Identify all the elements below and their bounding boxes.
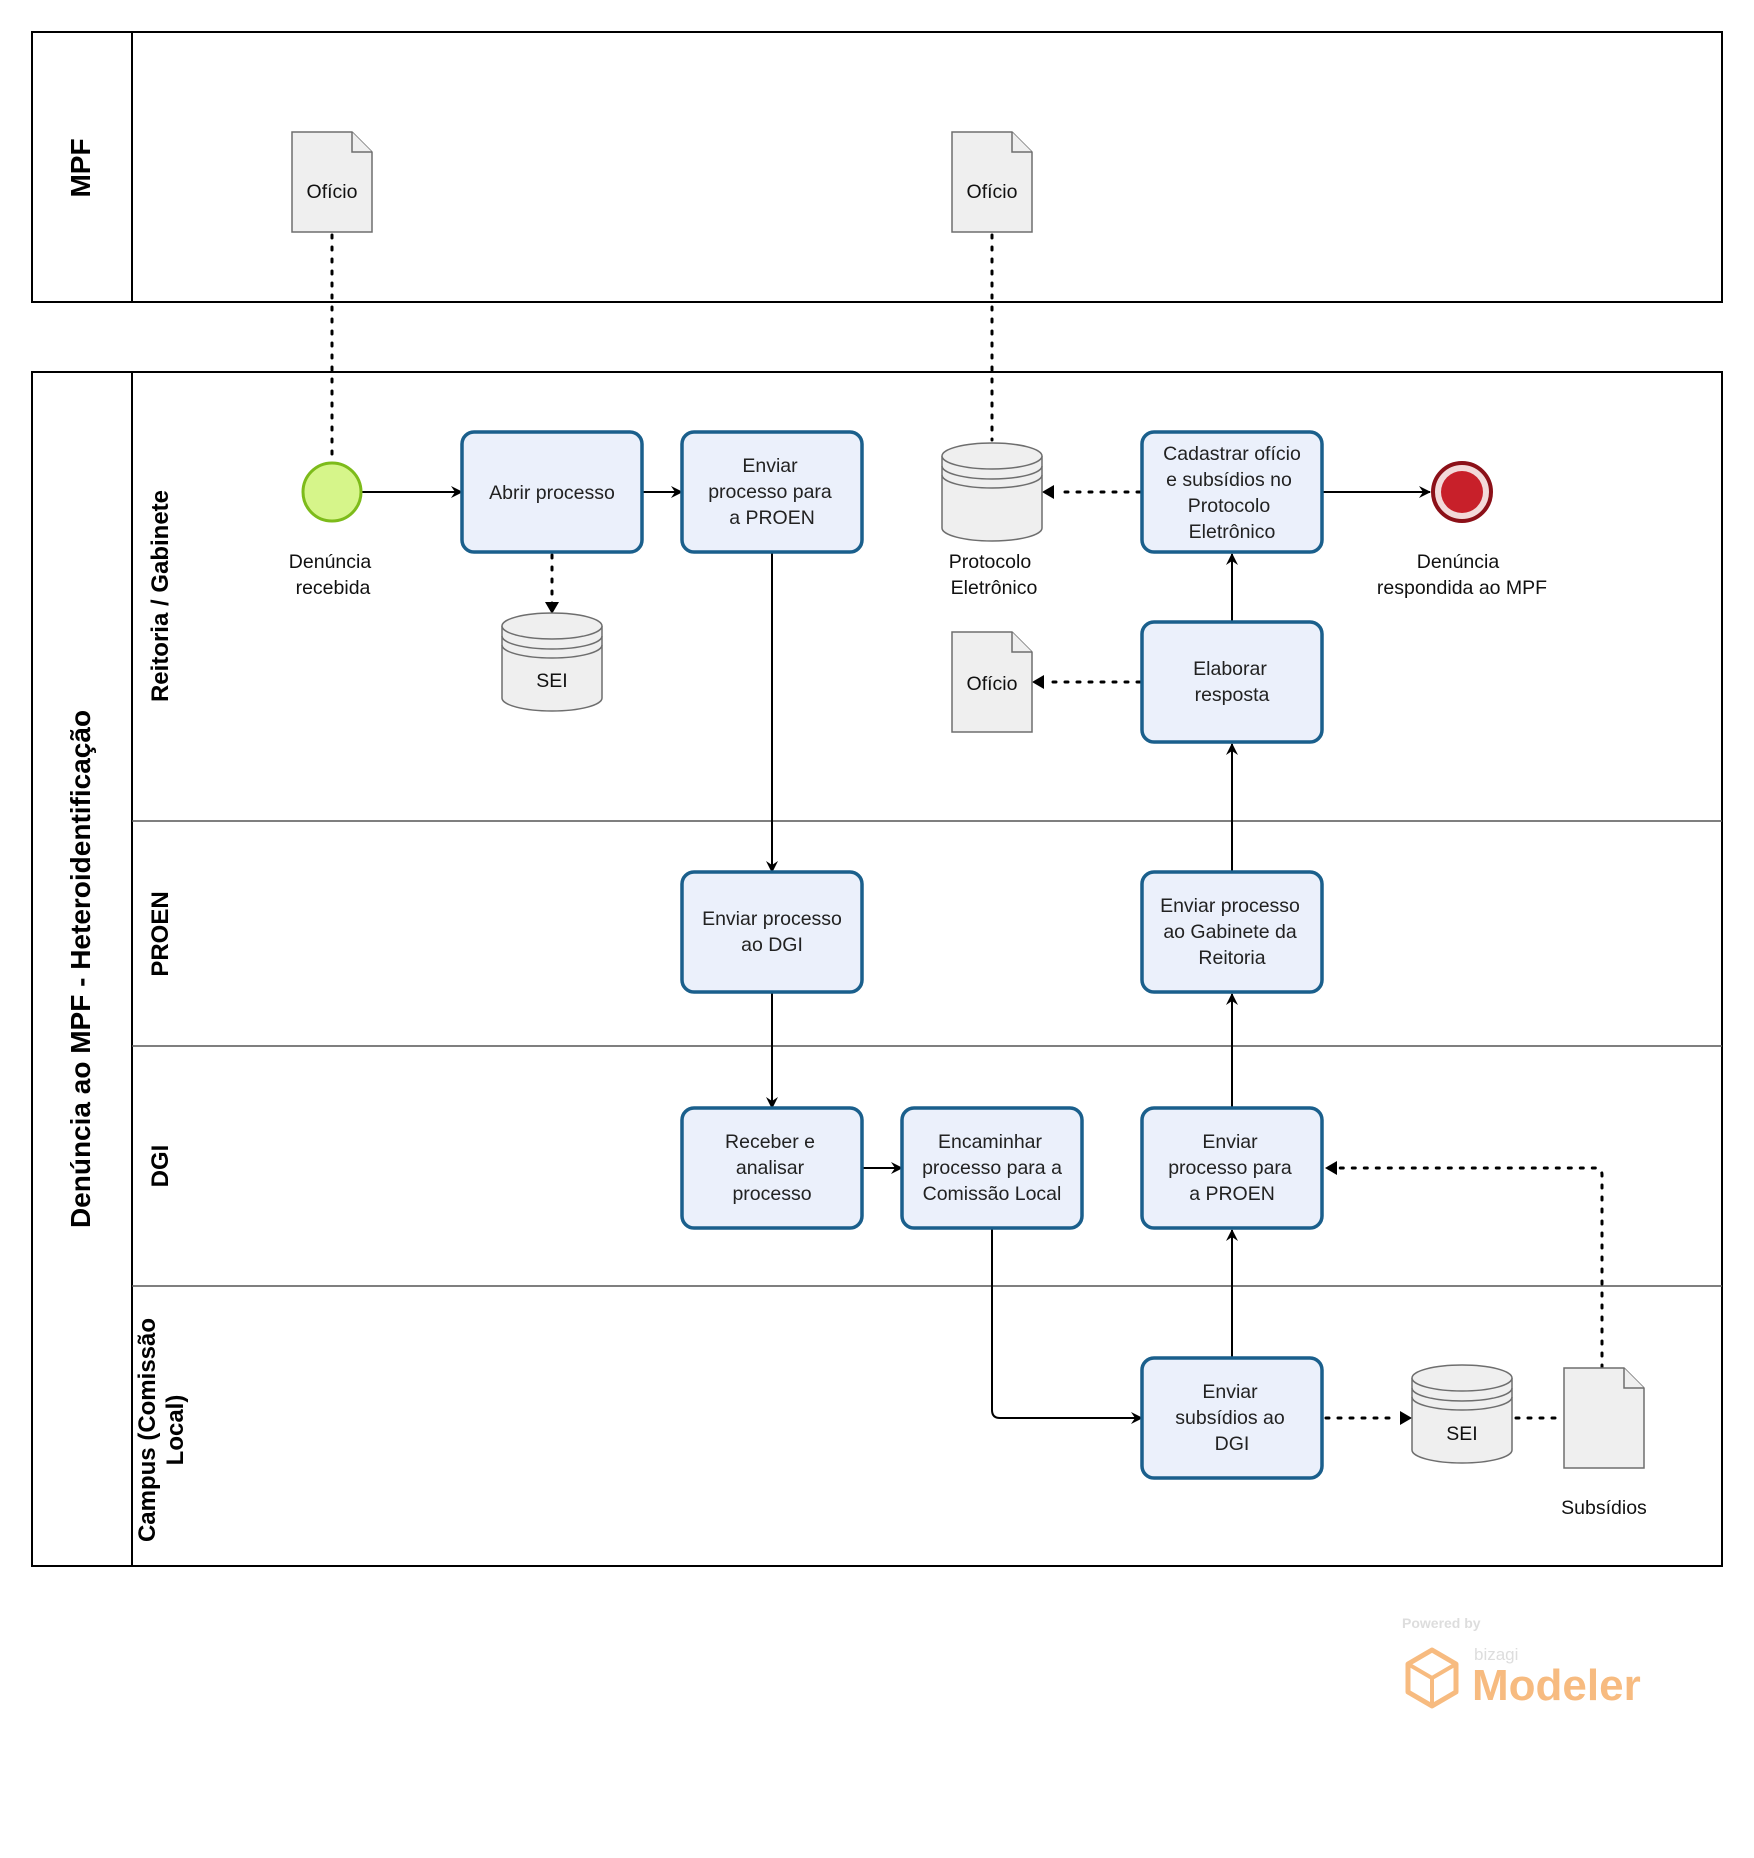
task-enviar-dgi-label-1: Enviar processo <box>702 908 842 930</box>
task-encaminhar-label-1: Encaminhar <box>938 1131 1043 1153</box>
protocolo-label-2: Eletrônico <box>951 577 1038 599</box>
task-elaborar-label-2: resposta <box>1195 684 1270 706</box>
sei-2-datastore: SEI <box>1411 1364 1513 1464</box>
end-event[interactable]: Denúncia respondida ao MPF <box>1377 461 1547 599</box>
task-abrir-label-1: Abrir processo <box>489 482 615 504</box>
subsidios-label: Subsídios <box>1561 1497 1647 1519</box>
task-enviar-proen-2-label-3: a PROEN <box>1189 1183 1275 1205</box>
start-event-label-2: recebida <box>296 577 371 599</box>
mpf-pool: MPF <box>31 31 1723 303</box>
task-cadastrar-label-1: Cadastrar ofício <box>1163 443 1301 465</box>
bizagi-watermark: Powered by bizagi Modeler <box>1402 1615 1641 1710</box>
task-encaminhar-label-2: processo para a <box>922 1157 1062 1179</box>
protocolo-datastore: Protocolo Eletrônico <box>941 442 1043 599</box>
end-event-fill <box>1441 471 1483 513</box>
flow-encaminhar-subsidios <box>991 1228 1143 1424</box>
oficio-mpf-1-doc: Ofício <box>291 131 373 233</box>
task-enviar-proen-1-label-1: Enviar <box>742 455 798 477</box>
task-cadastrar-oficio[interactable]: Cadastrar ofício e subsídios no Protocol… <box>1140 430 1324 554</box>
task-elaborar-label-1: Elaborar <box>1193 658 1267 680</box>
lane-reitoria-title: Reitoria / Gabinete <box>147 490 174 702</box>
task-enviar-subsidios-label-1: Enviar <box>1202 1381 1258 1403</box>
sequence-flows <box>362 486 1431 1424</box>
bizagi-logo-icon <box>1405 1647 1459 1709</box>
task-enviar-proen-1-label-2: processo para <box>708 481 832 503</box>
associations <box>330 233 1604 1425</box>
main-pool: Denúncia ao MPF - Heteroidentificação Re… <box>31 371 1723 1567</box>
sei-1-datastore: SEI <box>501 612 603 712</box>
lane-campus-title-line1: Campus (Comissão <box>134 1318 161 1542</box>
task-enviar-gabinete-label-2: ao Gabinete da <box>1163 921 1297 943</box>
main-pool-title: Denúncia ao MPF - Heteroidentificação <box>65 710 96 1228</box>
task-cadastrar-label-3: Protocolo <box>1188 495 1271 517</box>
task-cadastrar-label-2: e subsídios no <box>1166 469 1292 491</box>
task-receber-label-3: processo <box>732 1183 811 1205</box>
protocolo-label-1: Protocolo <box>949 551 1032 573</box>
end-event-label-1: Denúncia <box>1417 551 1500 573</box>
task-enviar-gabinete-label-1: Enviar processo <box>1160 895 1300 917</box>
task-enviar-gabinete-label-3: Reitoria <box>1198 947 1265 969</box>
task-enviar-proen-1-label-3: a PROEN <box>729 507 815 529</box>
task-enviar-dgi[interactable]: Enviar processo ao DGI <box>680 870 864 994</box>
watermark-brand: bizagi <box>1474 1645 1518 1664</box>
start-event-label-1: Denúncia <box>289 551 372 573</box>
task-abrir-processo[interactable]: Abrir processo <box>460 430 644 554</box>
sei-1-label: SEI <box>536 670 567 692</box>
task-enviar-proen-1[interactable]: Enviar processo para a PROEN <box>680 430 864 554</box>
task-encaminhar-label-3: Comissão Local <box>923 1183 1062 1205</box>
watermark-product: Modeler <box>1472 1661 1641 1710</box>
task-enviar-gabinete[interactable]: Enviar processo ao Gabinete da Reitoria <box>1140 870 1324 994</box>
oficio-resposta-label: Ofício <box>967 673 1018 695</box>
task-encaminhar-comissao[interactable]: Encaminhar processo para a Comissão Loca… <box>900 1106 1084 1230</box>
start-event-circle <box>301 461 363 523</box>
watermark-powered: Powered by <box>1402 1615 1481 1631</box>
oficio-resposta-doc: Ofício <box>951 631 1033 733</box>
task-cadastrar-label-4: Eletrônico <box>1189 521 1276 543</box>
assoc-subsidios-enviar <box>1338 1166 1604 1370</box>
oficio-mpf-1-label: Ofício <box>307 181 358 203</box>
task-receber-label-2: analisar <box>736 1157 805 1179</box>
oficio-mpf-2-label: Ofício <box>967 181 1018 203</box>
task-enviar-subsidios[interactable]: Enviar subsídios ao DGI <box>1140 1356 1324 1480</box>
lane-proen-title: PROEN <box>147 891 174 976</box>
lane-dgi-title: DGI <box>147 1145 174 1188</box>
task-enviar-proen-2-label-1: Enviar <box>1202 1131 1258 1153</box>
sei-2-label: SEI <box>1446 1423 1477 1445</box>
task-receber-label-1: Receber e <box>725 1131 815 1153</box>
oficio-mpf-2-doc: Ofício <box>951 131 1033 233</box>
end-event-label-2: respondida ao MPF <box>1377 577 1547 599</box>
mpf-pool-title: MPF <box>65 138 96 197</box>
lane-campus-title-line2: Local) <box>162 1395 189 1466</box>
start-event[interactable]: Denúncia recebida <box>289 461 372 599</box>
task-receber-analisar[interactable]: Receber e analisar processo <box>680 1106 864 1230</box>
subsidios-doc: Subsídios <box>1561 1367 1647 1519</box>
task-enviar-dgi-label-2: ao DGI <box>741 934 803 956</box>
task-enviar-subsidios-label-2: subsídios ao <box>1175 1407 1285 1429</box>
task-enviar-proen-2-label-2: processo para <box>1168 1157 1292 1179</box>
task-elaborar-resposta[interactable]: Elaborar resposta <box>1140 620 1324 744</box>
task-enviar-subsidios-label-3: DGI <box>1215 1433 1250 1455</box>
task-enviar-proen-2[interactable]: Enviar processo para a PROEN <box>1140 1106 1324 1230</box>
